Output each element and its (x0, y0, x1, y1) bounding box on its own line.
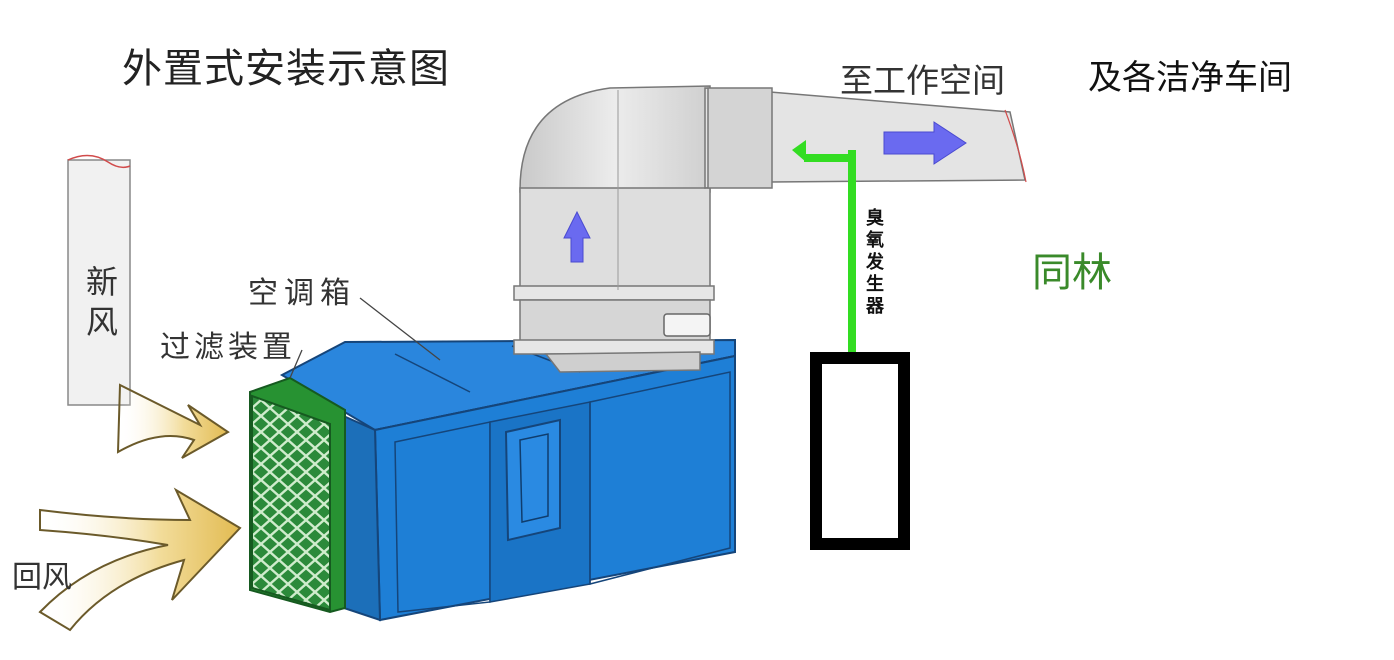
fresh-air-duct (67, 154, 131, 406)
ozone-char: 器 (866, 296, 884, 317)
return-air-label: 回风 (12, 560, 72, 595)
up-flow-arrow (563, 210, 591, 263)
outlet-label: 至工作空间 (840, 61, 1005, 100)
ahu-leader-line (359, 297, 441, 361)
filter-label: 过滤装置 (160, 330, 296, 365)
ahu-label: 空调箱 (248, 276, 356, 311)
ozone-char: 臭 (866, 208, 884, 229)
fresh-air-char: 风 (85, 303, 118, 341)
ozone-generator (810, 352, 910, 550)
rooms-label: 及各洁净车间 (1088, 58, 1292, 98)
return-air-arrow (38, 487, 242, 632)
ozone-char: 生 (866, 274, 884, 295)
brand-watermark: 同林 (1032, 250, 1112, 296)
ozone-char: 氧 (866, 230, 884, 251)
ozone-pipe (792, 140, 856, 352)
fresh-air-label: 新 风 (84, 262, 120, 342)
fresh-air-arrow (116, 383, 230, 459)
diagram-title: 外置式安装示意图 (122, 46, 450, 92)
ozone-char: 发 (866, 252, 884, 273)
filter-unit (249, 376, 346, 614)
supply-duct (513, 85, 1027, 373)
filter-leader-line (289, 349, 303, 379)
outflow-arrow (883, 121, 967, 165)
fresh-air-char: 新 (85, 263, 118, 301)
ozone-generator-label: 臭 氧 发 生 器 (864, 208, 886, 318)
air-handling-unit (279, 338, 736, 622)
